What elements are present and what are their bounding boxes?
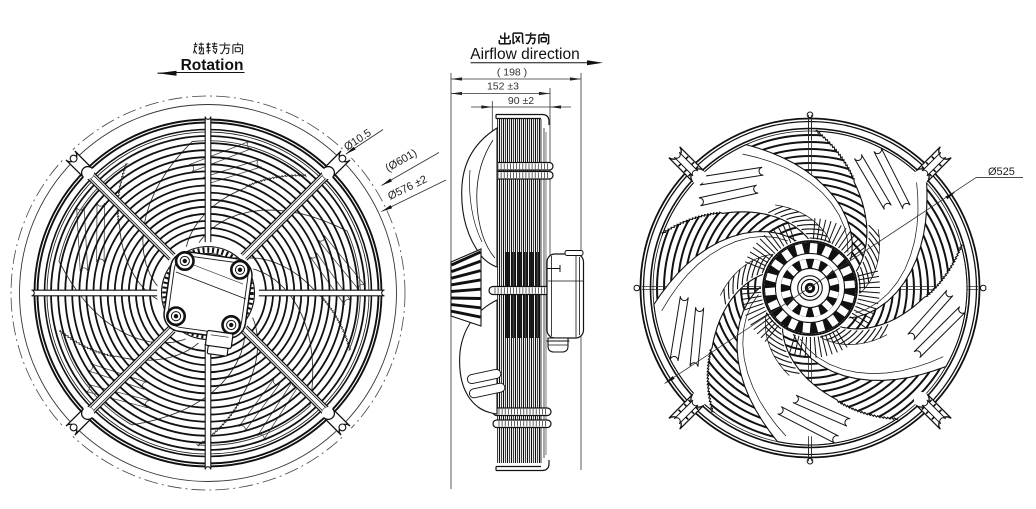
svg-text:Rotation: Rotation — [181, 57, 244, 74]
svg-text:90 ±2: 90 ±2 — [508, 95, 534, 107]
svg-text:152 ±3: 152 ±3 — [487, 81, 519, 93]
svg-text:Airflow direction: Airflow direction — [470, 46, 579, 63]
svg-text:( 198 ): ( 198 ) — [497, 67, 527, 79]
svg-text:Ø525: Ø525 — [988, 166, 1015, 178]
